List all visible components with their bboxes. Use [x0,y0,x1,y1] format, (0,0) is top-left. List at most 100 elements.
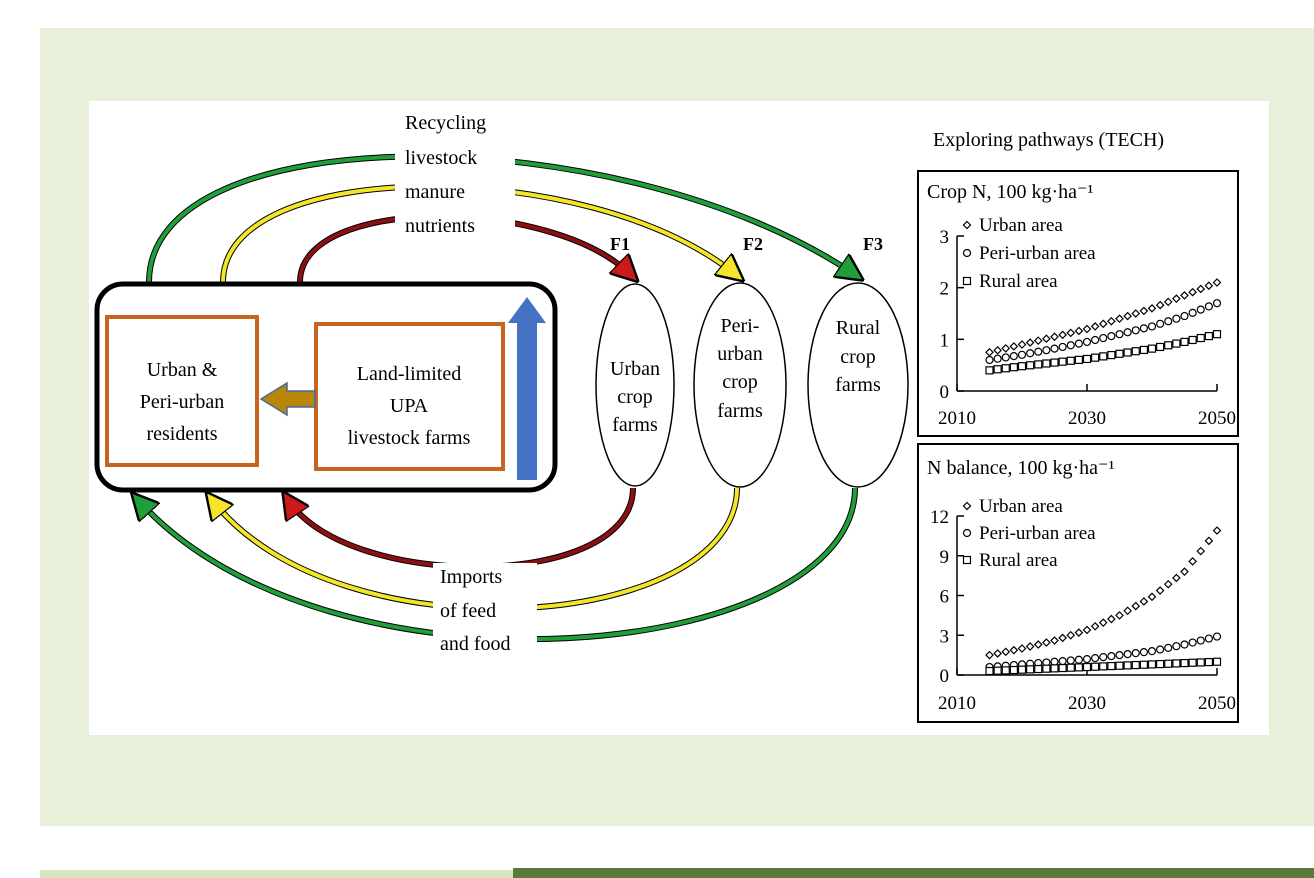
data-point [1204,536,1214,546]
data-point [1107,316,1116,326]
figure-card: Recycling livestock manure nutrients Imp… [89,101,1269,735]
data-point [1099,333,1108,343]
svg-text:farms: farms [835,374,881,396]
data-point [1099,662,1108,671]
residents-label-line1: Urban & [147,359,218,381]
data-point [1196,305,1205,314]
svg-text:Urban: Urban [610,358,660,380]
data-point [1204,657,1213,667]
data-point [1017,665,1027,674]
data-point [1164,341,1173,350]
data-point [1123,606,1132,616]
data-point [985,650,994,660]
data-point [1155,586,1165,595]
legend-marker [962,555,972,565]
data-point [1082,324,1092,334]
data-point [1115,651,1124,660]
data-point [1147,592,1157,602]
data-point [1139,597,1149,606]
data-point [1066,630,1076,640]
data-point [985,355,994,365]
legend-label: Peri-urban area [979,243,1096,264]
legend-label: Peri-urban area [979,523,1096,544]
data-point [1042,346,1051,355]
data-point [1017,350,1027,359]
data-point [1131,601,1141,611]
chart1-title: Crop N, 100 kg·ha⁻¹ [927,181,1094,203]
data-point [1212,632,1222,641]
charts-heading: Exploring pathways (TECH) [933,129,1164,151]
small-arrow-left [259,381,316,417]
data-point [1188,658,1197,667]
svg-text:farms: farms [717,400,763,422]
data-point [1196,546,1206,556]
y-tick-label: 0 [940,382,950,403]
data-point [1188,335,1197,345]
data-point [1115,314,1124,324]
data-point [1001,364,1010,373]
data-point [1107,350,1116,360]
data-point [1139,648,1148,657]
legend-marker [962,501,972,511]
data-point [1091,353,1100,362]
data-point [1204,634,1213,643]
data-point [1139,324,1148,333]
data-point [1164,659,1173,668]
data-point [1147,647,1157,656]
data-point [1123,661,1132,670]
data-point [1034,360,1043,369]
svg-text:crop: crop [722,371,758,393]
data-point [1009,363,1018,372]
data-point [1058,633,1067,643]
data-point [1139,660,1148,669]
svg-text:farms: farms [612,414,658,436]
y-tick-label: 1 [940,330,950,351]
data-point [1115,661,1124,670]
data-point [1082,654,1092,664]
imports-label: Imports of feed and food [433,563,537,663]
residents-label-line2: Peri-urban [140,391,224,413]
data-point [1074,355,1083,364]
data-point [1196,333,1205,343]
x-tick-label: 2010 [938,693,976,714]
data-point [1074,663,1083,672]
data-point [1180,337,1189,347]
data-point [1147,303,1157,313]
data-point [1180,567,1189,576]
big-arrow-up [508,297,546,480]
farm-f3: F3 Rural crop farms [807,234,909,488]
svg-text:urban: urban [717,343,763,365]
data-point [1123,650,1132,659]
data-point [1107,614,1116,624]
data-point [1204,281,1214,291]
data-point [1034,664,1043,674]
data-point [1156,659,1165,669]
data-point [1091,654,1100,663]
data-point [1180,311,1189,321]
data-point [1042,334,1051,344]
data-point [1074,326,1084,336]
legend-marker [962,528,972,538]
data-point [1164,317,1173,326]
data-point [1156,319,1165,328]
data-point [1058,656,1067,666]
livestock-label-line3: livestock farms [348,427,471,449]
data-point [1107,332,1116,341]
svg-text:Imports: Imports [440,566,502,588]
data-point [1123,328,1132,337]
data-point [1212,278,1222,287]
data-point [1172,339,1181,348]
data-point [1163,579,1173,589]
arrow-f3-bottom [139,487,857,642]
data-point [1074,339,1083,348]
footer-bar-right [513,868,1314,878]
svg-text:F3: F3 [863,234,883,254]
y-tick-label: 2 [940,279,950,300]
svg-text:F1: F1 [610,234,630,254]
data-point [1131,309,1141,318]
data-point [1107,661,1116,671]
data-point [1082,662,1092,672]
legend-label: Urban area [979,215,1063,236]
data-point [1058,342,1067,352]
